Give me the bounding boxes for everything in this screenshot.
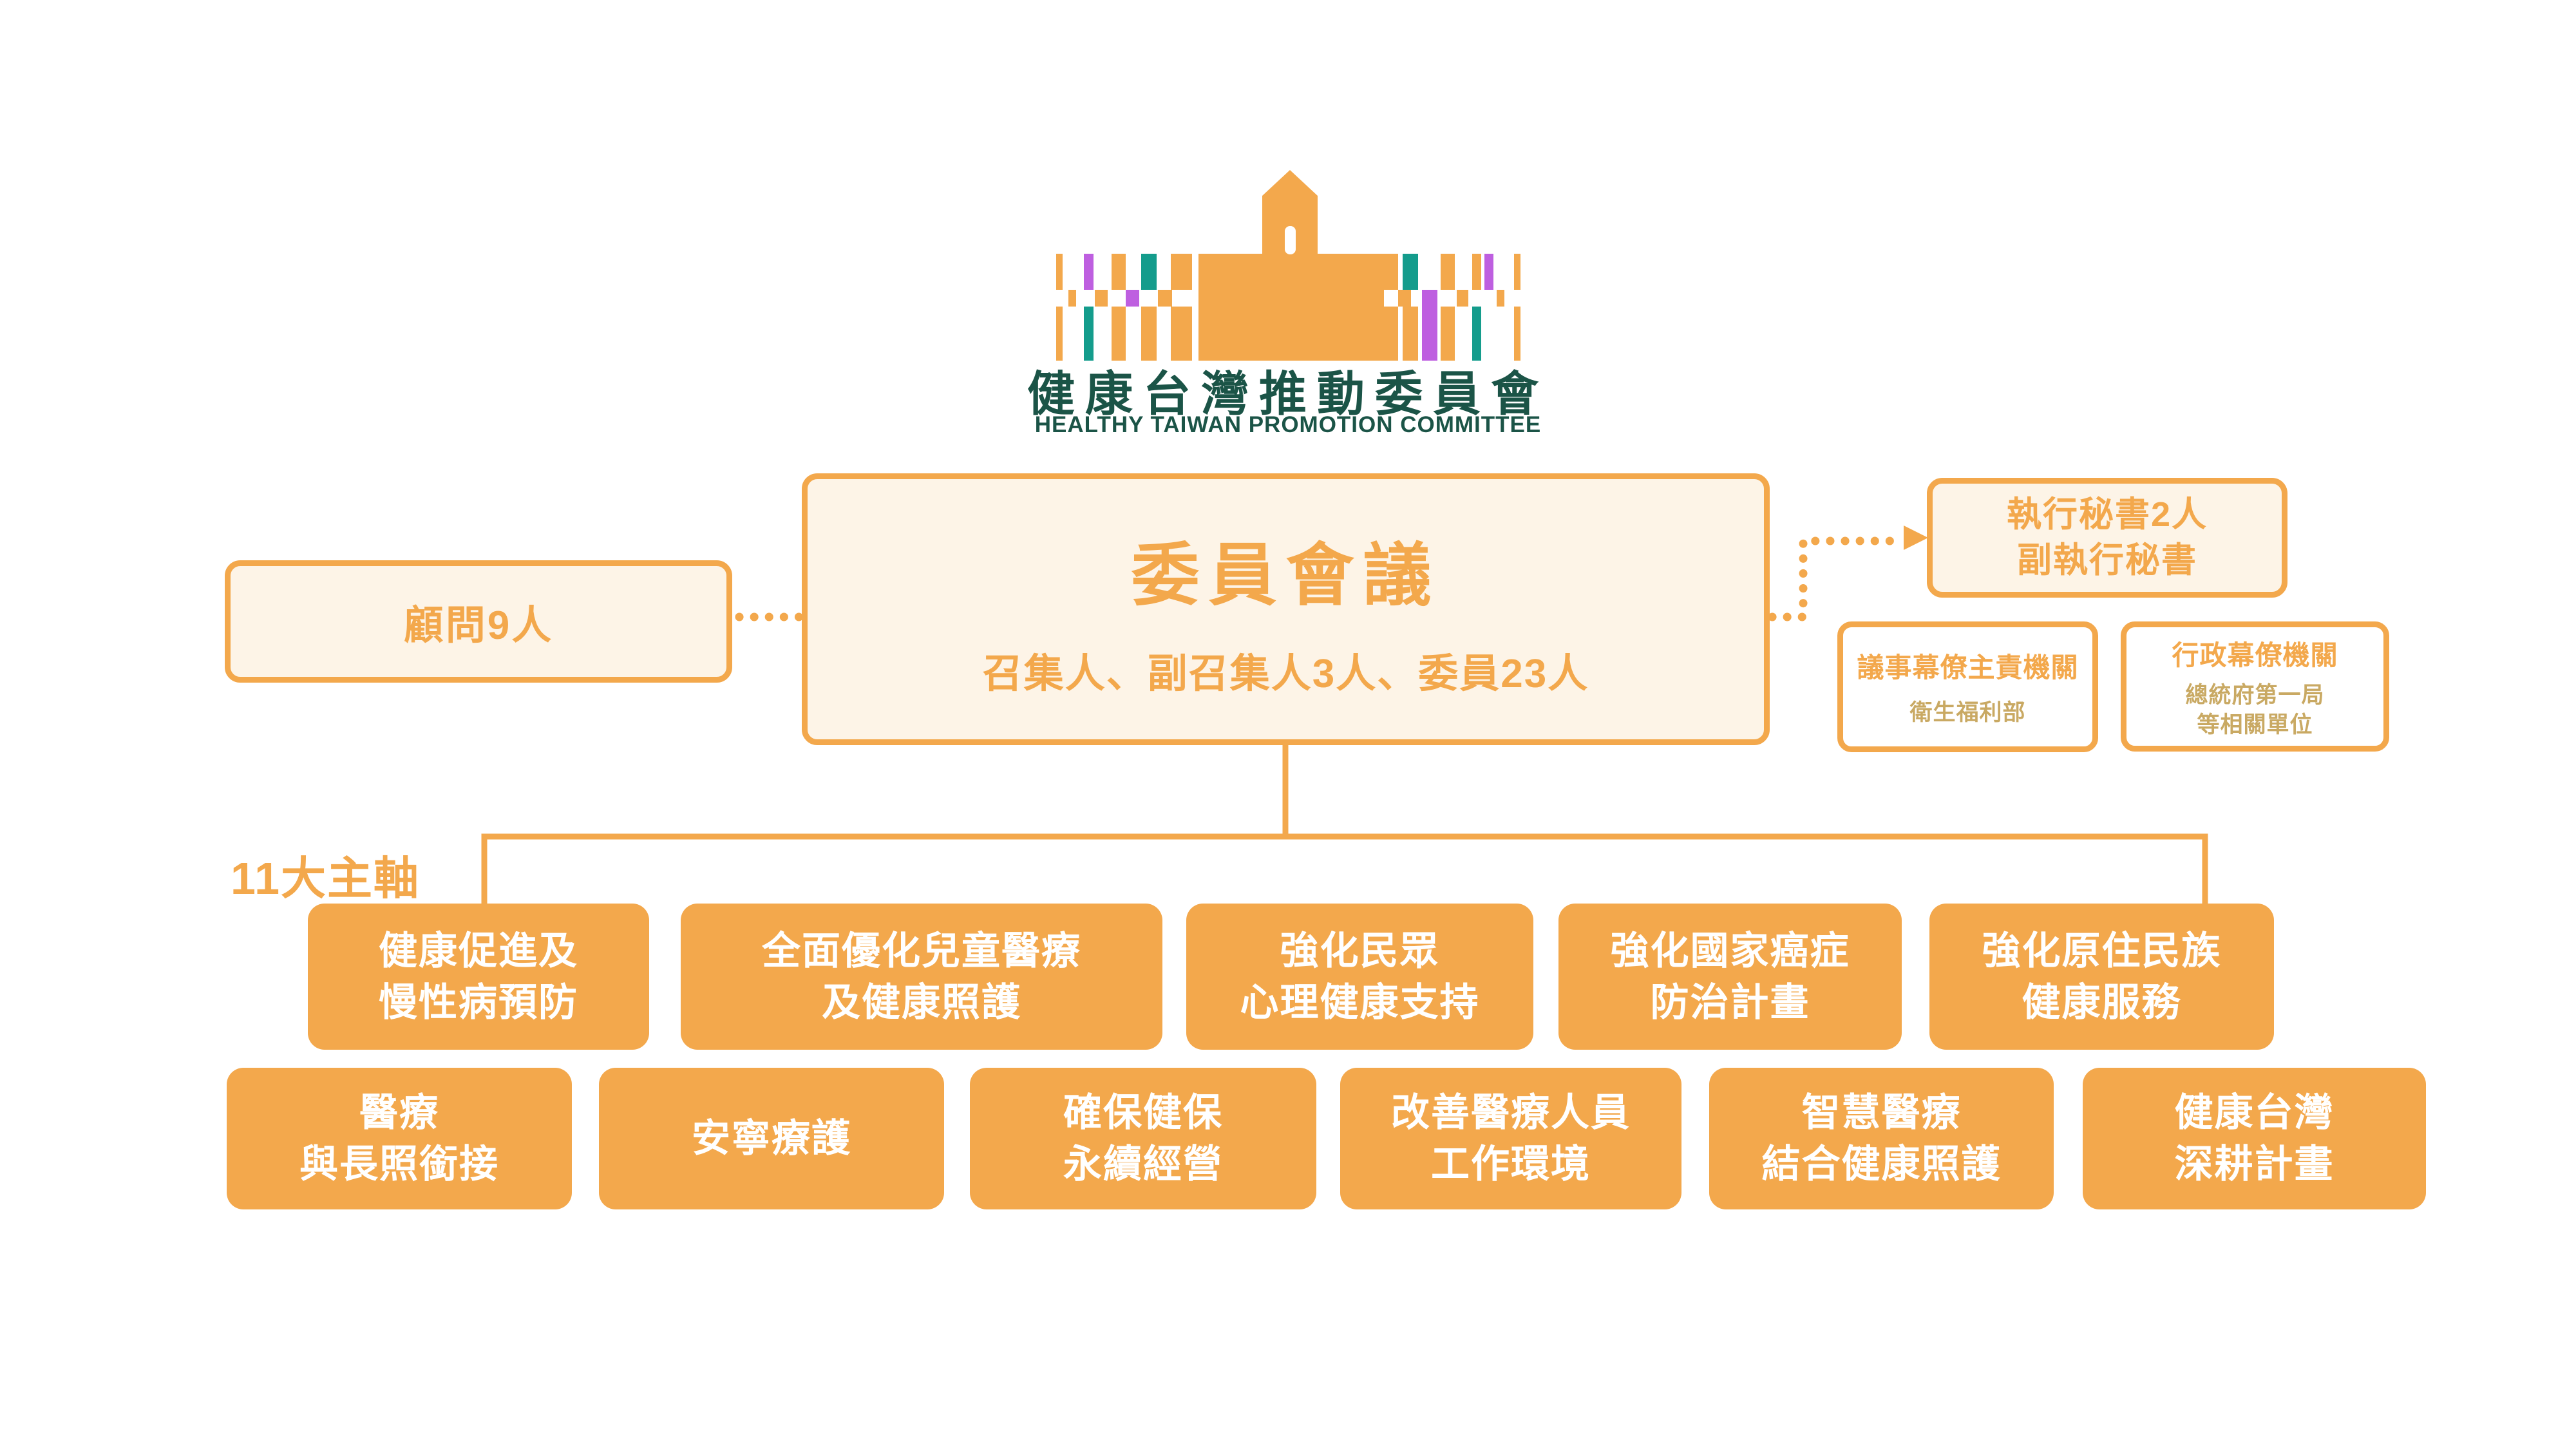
tower-window (1285, 226, 1296, 254)
staff-box-subtitle: 衛生福利部 (1909, 700, 2026, 726)
arrowhead-icon (1904, 526, 1928, 550)
committee-box: 委員會議 召集人、副召集人3人、委員23人 (802, 473, 1770, 745)
executive-secretary-box: 執行秘書2人 副執行秘書 (1927, 478, 2287, 598)
staff-box-administrative: 行政幕僚機關 總統府第一局 等相關單位 (2121, 621, 2389, 752)
axis-box-cancer-control: 強化國家癌症 防治計畫 (1558, 904, 1902, 1050)
staff-box-proceedings: 議事幕僚主責機關 衛生福利部 (1837, 621, 2098, 752)
axis-box-smart-healthcare: 智慧醫療 結合健康照護 (1709, 1068, 2054, 1209)
axis-box-deep-cultivation: 健康台灣 深耕計畫 (2083, 1068, 2426, 1209)
axis-box-mental-health: 強化民眾 心理健康支持 (1186, 904, 1533, 1050)
advisor-label: 顧問9人 (403, 603, 554, 648)
axis-box-nhi-sustainability: 確保健保 永續經營 (970, 1068, 1316, 1209)
axis-box-work-environment: 改善醫療人員 工作環境 (1340, 1068, 1681, 1209)
advisor-box: 顧問9人 (225, 560, 732, 683)
logo-subtitle: HEALTHY TAIWAN PROMOTION COMMITTEE (1034, 412, 1542, 437)
executive-secretary-line: 執行秘書2人 (2006, 495, 2208, 534)
staff-box-title: 行政幕僚機關 (2172, 640, 2338, 670)
axis-box-indigenous-health: 強化原住民族 健康服務 (1929, 904, 2274, 1050)
staff-box-subtitle: 總統府第一局 等相關單位 (2185, 683, 2325, 737)
secretary-dotted-connector (1768, 536, 1904, 621)
axis-box-hospice-care: 安寧療護 (599, 1068, 944, 1209)
axis-box-longterm-care: 醫療 與長照銜接 (227, 1068, 572, 1209)
axes-label: 11大主軸 (231, 853, 420, 904)
committee-title: 委員會議 (1131, 538, 1441, 614)
logo-title: 健康台灣推動委員會 (1027, 367, 1549, 421)
axes-bracket (481, 833, 2208, 905)
presidential-building-logo-icon (1056, 170, 1520, 361)
axis-box-health-promotion: 健康促進及 慢性病預防 (308, 904, 649, 1050)
committee-subtitle: 召集人、副召集人3人、委員23人 (982, 652, 1589, 696)
executive-secretary-line: 副執行秘書 (2017, 541, 2197, 580)
axis-box-child-healthcare: 全面優化兒童醫療 及健康照護 (681, 904, 1162, 1050)
staff-box-title: 議事幕僚主責機關 (1857, 652, 2079, 683)
